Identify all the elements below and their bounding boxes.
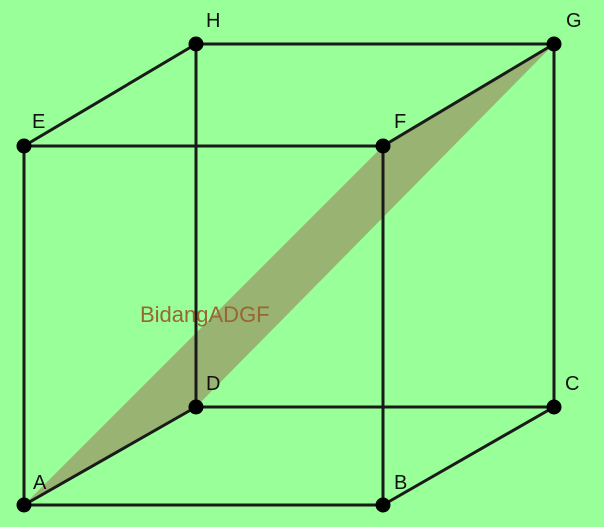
vertex-label-a: A	[33, 472, 47, 494]
vertex-point-c[interactable]	[546, 399, 562, 415]
vertex-label-e: E	[32, 111, 45, 133]
vertex-label-d: D	[206, 373, 220, 395]
vertex-label-f: F	[394, 111, 406, 133]
plane-adgf	[24, 44, 554, 505]
vertex-point-f[interactable]	[375, 138, 391, 154]
plane-label: BidangADGF	[140, 302, 270, 327]
edge-he	[22, 42, 198, 148]
vertex-point-d[interactable]	[188, 399, 204, 415]
vertex-label-h: H	[206, 10, 220, 32]
edge-da	[22, 405, 198, 507]
vertex-label-b: B	[394, 472, 407, 494]
cube-vertices	[16, 36, 562, 513]
vertex-label-c: C	[565, 373, 579, 395]
edge-bc	[381, 405, 556, 507]
vertex-point-e[interactable]	[16, 138, 32, 154]
vertex-point-h[interactable]	[188, 36, 204, 52]
vertex-point-g[interactable]	[546, 36, 562, 52]
vertex-labels: A B C D E F G H	[32, 10, 582, 494]
cube-edges	[22, 42, 556, 507]
edge-fg	[381, 42, 556, 148]
vertex-point-a[interactable]	[16, 497, 32, 513]
vertex-label-g: G	[566, 10, 582, 32]
vertex-point-b[interactable]	[375, 497, 391, 513]
